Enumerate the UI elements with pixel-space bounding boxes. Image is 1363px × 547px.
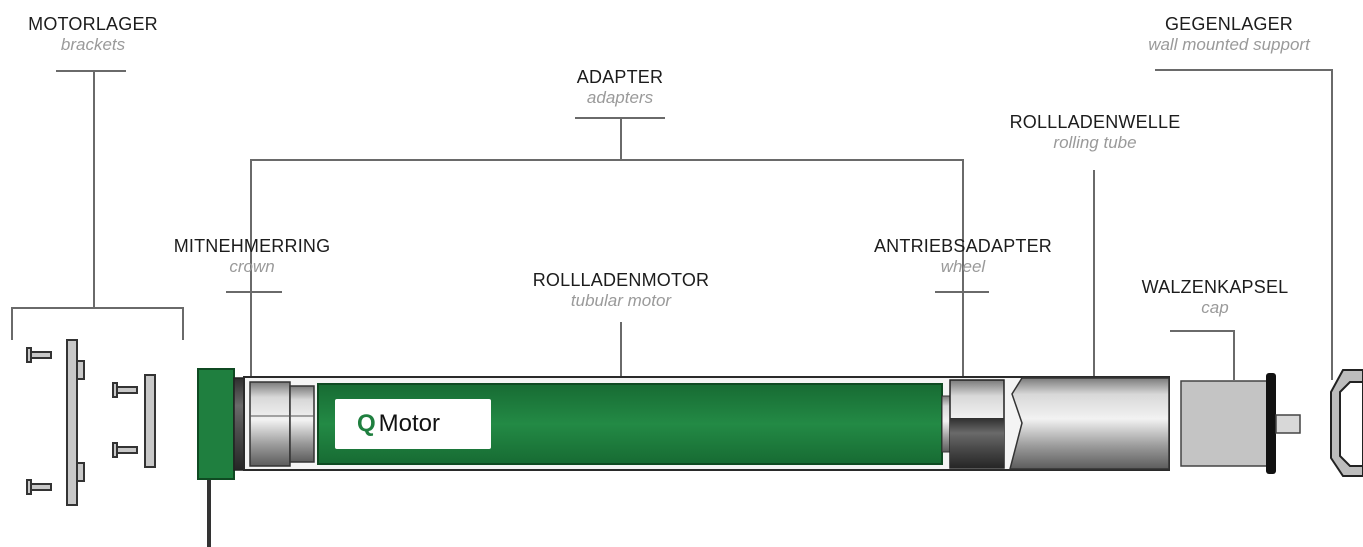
brand-logo: Q Motor — [335, 399, 491, 449]
walzenkapsel-leader — [1170, 330, 1235, 380]
label-walzenkapsel-en: cap — [1201, 297, 1229, 317]
label-antriebsadapter-en: wheel — [940, 256, 986, 276]
logo-mark: Q — [357, 410, 376, 437]
label-antriebsadapter: ANTRIEBSADAPTER wheel — [845, 236, 1081, 276]
label-rollladenmotor: ROLLLADENMOTOR tubular motor — [500, 270, 742, 310]
logo-name: Motor — [378, 410, 441, 437]
label-rollladenmotor-en: tubular motor — [570, 290, 672, 310]
label-rollladenmotor-de: ROLLLADENMOTOR — [532, 270, 710, 290]
gegenlager-leader — [1155, 69, 1333, 380]
wall-support — [1330, 369, 1363, 477]
motor-head — [197, 368, 245, 547]
label-mitnehmerring-de: MITNEHMERRING — [173, 236, 331, 256]
label-rollladenwelle-en: rolling tube — [1053, 132, 1137, 152]
label-gegenlager-en: wall mounted support — [1148, 34, 1310, 54]
motor-bracket — [26, 339, 156, 506]
label-motorlager-de: MOTORLAGER — [28, 14, 158, 34]
label-gegenlager: GEGENLAGER wall mounted support — [1105, 14, 1353, 54]
label-gegenlager-de: GEGENLAGER — [1164, 14, 1294, 34]
label-adapter-en: adapters — [586, 87, 654, 107]
crown-ring — [249, 381, 315, 467]
label-rollladenwelle: ROLLLADENWELLE rolling tube — [975, 112, 1215, 152]
label-motorlager: MOTORLAGER brackets — [0, 14, 186, 54]
rolling-tube — [1009, 377, 1170, 470]
label-rollladenwelle-de: ROLLLADENWELLE — [1009, 112, 1181, 132]
label-adapter: ADAPTER adapters — [540, 67, 700, 107]
drive-wheel — [941, 379, 1005, 469]
label-motorlager-en: brackets — [60, 34, 126, 54]
label-mitnehmerring: MITNEHMERRING crown — [140, 236, 364, 276]
label-mitnehmerring-en: crown — [229, 256, 275, 276]
label-walzenkapsel: WALZENKAPSEL cap — [1110, 277, 1320, 317]
label-walzenkapsel-de: WALZENKAPSEL — [1141, 277, 1289, 297]
end-cap — [1180, 373, 1301, 474]
label-antriebsadapter-de: ANTRIEBSADAPTER — [873, 236, 1053, 256]
label-adapter-de: ADAPTER — [576, 67, 664, 87]
